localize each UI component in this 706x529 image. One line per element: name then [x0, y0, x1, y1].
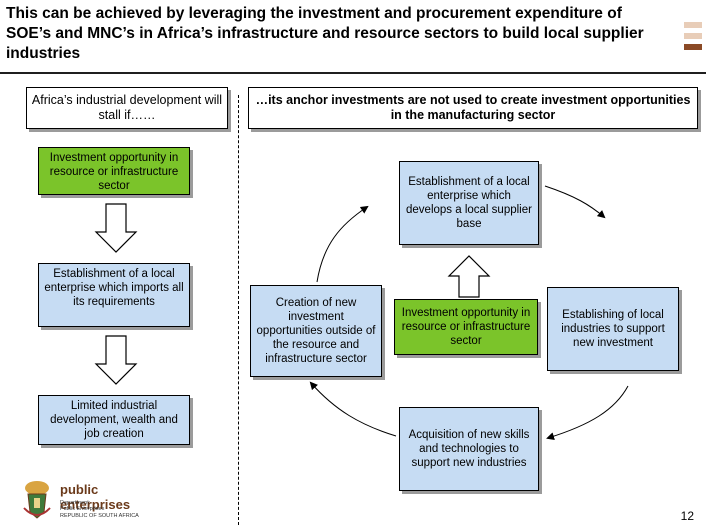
left-header-box: Africa’s industrial development will sta… — [26, 87, 228, 129]
coat-of-arms-icon — [23, 481, 51, 519]
cycle-arc-bottom-left — [309, 381, 397, 437]
page-number: 12 — [680, 509, 694, 523]
logo-name: public enterprises — [60, 482, 131, 512]
logo-sub-1: Department: — [60, 500, 91, 506]
cycle-center-text: Investment opportunity in resource or in… — [401, 307, 531, 347]
cycle-bottom-box: Acquisition of new skills and technologi… — [399, 407, 539, 491]
cycle-center-box: Investment opportunity in resource or in… — [394, 299, 538, 355]
left-step-2-text: Establishment of a local enterprise whic… — [44, 268, 184, 308]
cycle-right-box: Establishing of local industries to supp… — [547, 287, 679, 371]
left-step-1-text: Investment opportunity in resource or in… — [49, 152, 179, 192]
slide-title: This can be achieved by leveraging the i… — [6, 5, 644, 62]
left-step-2-box: Establishment of a local enterprise whic… — [38, 263, 190, 327]
left-step-1-box: Investment opportunity in resource or in… — [38, 147, 190, 195]
title-rule — [0, 72, 706, 74]
cycle-arc-right-bottom — [546, 385, 629, 441]
logo: public enterprises Department: Public En… — [18, 478, 168, 524]
logo-sub-3: REPUBLIC OF SOUTH AFRICA — [60, 513, 139, 519]
cycle-right-text: Establishing of local industries to supp… — [561, 309, 665, 349]
cycle-top-text: Establishment of a local enterprise whic… — [406, 176, 532, 230]
cycle-bottom-text: Acquisition of new skills and technologi… — [408, 429, 530, 469]
cycle-left-box: Creation of new investment opportunities… — [250, 285, 382, 377]
left-step-3-box: Limited industrial development, wealth a… — [38, 395, 190, 445]
column-divider — [238, 95, 239, 525]
cycle-arc-left-top — [316, 205, 369, 283]
down-arrow-1 — [94, 203, 138, 253]
cycle-arc-top-right — [544, 185, 606, 219]
decor-bar-dark — [684, 44, 702, 50]
right-header-text: …its anchor investments are not used to … — [255, 93, 691, 122]
up-arrow-center — [447, 255, 491, 298]
logo-sub-2: Public Enterprises — [60, 506, 105, 512]
decor-bar-light-1 — [684, 22, 702, 28]
cycle-left-text: Creation of new investment opportunities… — [256, 297, 376, 365]
left-step-3-text: Limited industrial development, wealth a… — [50, 400, 178, 440]
decor-bar-light-2 — [684, 33, 702, 39]
down-arrow-2 — [94, 335, 138, 385]
right-header-box: …its anchor investments are not used to … — [248, 87, 698, 129]
cycle-top-box: Establishment of a local enterprise whic… — [399, 161, 539, 245]
left-header-text: Africa’s industrial development will sta… — [31, 93, 223, 122]
